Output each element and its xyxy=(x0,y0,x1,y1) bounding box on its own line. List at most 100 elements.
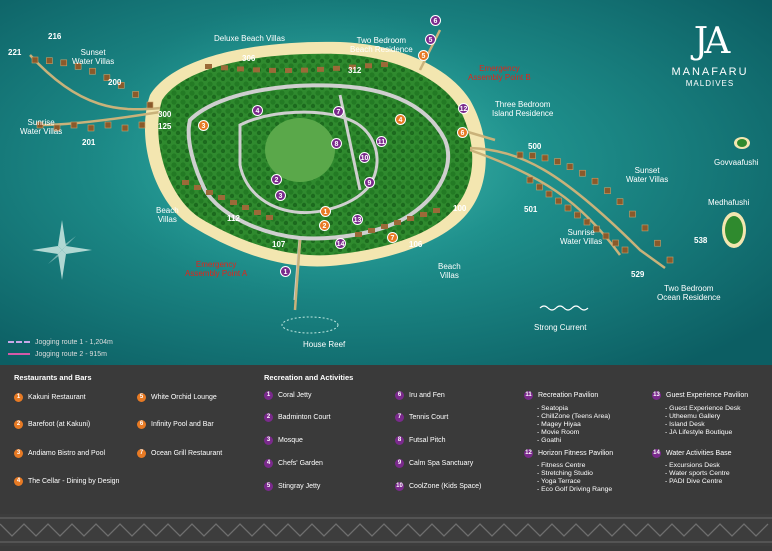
water-villa xyxy=(104,121,112,129)
water-villas xyxy=(31,56,674,264)
restaurant-label: Barefoot (at Kakuni) xyxy=(28,421,91,428)
map-pin-recreation[interactable]: 13 xyxy=(352,214,363,225)
map-pin-recreation[interactable]: 7 xyxy=(333,106,344,117)
recreation-label: Guest Experience Pavilion xyxy=(666,392,749,399)
restaurant-label: Kakuni Restaurant xyxy=(28,394,86,401)
water-villa xyxy=(564,204,572,212)
map-pin-recreation[interactable]: 1 xyxy=(280,266,291,277)
recreation-label: Tennis Court xyxy=(409,414,449,421)
map-pin-restaurant[interactable]: 6 xyxy=(457,127,468,138)
label-house-reef: House Reef xyxy=(303,340,346,349)
beach-villa xyxy=(285,67,292,73)
recreation-number-badge: 13 xyxy=(652,391,661,400)
map-pin-recreation[interactable]: 9 xyxy=(364,177,375,188)
recreation-item[interactable]: 11 Recreation Pavilion xyxy=(524,391,598,400)
map-pin-recreation[interactable]: 2 xyxy=(271,174,282,185)
guest-experience-sublist: - Guest Experience Desk - Utheemu Galler… xyxy=(665,405,741,436)
map-pin-recreation[interactable]: 5 xyxy=(425,34,436,45)
beach-villa xyxy=(355,232,362,237)
recreation-label: Recreation Pavilion xyxy=(538,392,599,399)
strong-current-waves xyxy=(539,305,589,311)
label-sunrise-water-villas-right: Sunrise Water Villas xyxy=(560,228,603,246)
water-villa xyxy=(31,56,39,64)
water-villa xyxy=(616,198,624,205)
recreation-number-badge: 12 xyxy=(524,449,533,458)
recreation-item[interactable]: 12 Horizon Fitness Pavilion xyxy=(524,449,613,458)
restaurant-label: The Cellar - Dining by Design xyxy=(28,478,120,485)
restaurant-item[interactable]: 1 Kakuni Restaurant xyxy=(14,393,86,402)
water-villa xyxy=(146,101,154,109)
legend-route-2-label: Jogging route 2 - 915m xyxy=(35,350,107,358)
map-pin-recreation[interactable]: 8 xyxy=(331,138,342,149)
villa-number: 125 xyxy=(158,122,172,131)
recreation-item[interactable]: 7 Tennis Court xyxy=(395,413,448,422)
main-path xyxy=(186,83,451,241)
villa-number: 200 xyxy=(108,78,122,87)
recreation-number-badge: 6 xyxy=(395,391,404,400)
map-pin-restaurant[interactable]: 5 xyxy=(418,50,429,61)
water-villa xyxy=(566,163,574,170)
jogging-route-legend: Jogging route 1 - 1,204m Jogging route 2… xyxy=(8,336,113,360)
map-pin-recreation[interactable]: 14 xyxy=(335,238,346,249)
label-medhafushi: Medhafushi xyxy=(708,198,750,207)
restaurant-number-badge: 1 xyxy=(14,393,23,402)
legend-panel: Restaurants and Bars Recreation and Acti… xyxy=(0,365,772,515)
villa-number: 106 xyxy=(409,240,423,249)
label-two-bedroom-ocean-residence: Two Bedroom Ocean Residence xyxy=(657,284,721,302)
recreation-number-badge: 7 xyxy=(395,413,404,422)
map-pin-restaurant[interactable]: 3 xyxy=(198,120,209,131)
water-villa xyxy=(117,82,125,89)
map-pin-recreation[interactable]: 3 xyxy=(275,190,286,201)
recreation-label: Water Activities Base xyxy=(666,450,732,457)
map-pin-recreation[interactable]: 10 xyxy=(359,152,370,163)
water-activities-sublist: - Excursions Desk - Water sports Centre … xyxy=(665,462,730,485)
villa-number: 300 xyxy=(158,110,172,119)
recreation-number-badge: 11 xyxy=(524,391,533,400)
recreation-label: Horizon Fitness Pavilion xyxy=(538,450,614,457)
recreation-item[interactable]: 13 Guest Experience Pavilion xyxy=(652,391,748,400)
map-pin-recreation[interactable]: 6 xyxy=(430,15,441,26)
villa-number: 529 xyxy=(631,270,645,279)
water-villa xyxy=(629,210,636,218)
beach-villa xyxy=(365,63,372,69)
map-pin-restaurant[interactable]: 1 xyxy=(320,206,331,217)
beach-villa xyxy=(237,66,244,72)
restaurants-heading: Restaurants and Bars xyxy=(14,373,92,382)
map-pin-restaurant[interactable]: 7 xyxy=(387,232,398,243)
medhafushi-trees xyxy=(725,216,743,244)
recreation-label: Mosque xyxy=(278,437,303,444)
brand-name: MANAFARU xyxy=(671,66,749,78)
recreation-label: Coral Jetty xyxy=(278,392,312,399)
villa-number: 500 xyxy=(528,142,542,151)
beach-villa xyxy=(333,65,340,71)
water-villa xyxy=(541,154,549,162)
map-pin-restaurant[interactable]: 2 xyxy=(319,220,330,231)
map-pin-recreation[interactable]: 12 xyxy=(458,103,469,114)
label-beach-villas-right: Beach Villas xyxy=(438,262,461,280)
dashed-route-line xyxy=(8,341,30,343)
map-pin-restaurant[interactable]: 4 xyxy=(395,114,406,125)
water-villa xyxy=(36,121,44,129)
legend-route-1-label: Jogging route 1 - 1,204m xyxy=(35,338,113,346)
label-sunset-water-villas-right: Sunset Water Villas xyxy=(626,166,669,184)
map-pin-recreation[interactable]: 11 xyxy=(376,136,387,147)
water-villa xyxy=(46,57,53,65)
recreation-number-badge: 8 xyxy=(395,436,404,445)
map-pin-recreation[interactable]: 4 xyxy=(252,105,263,116)
